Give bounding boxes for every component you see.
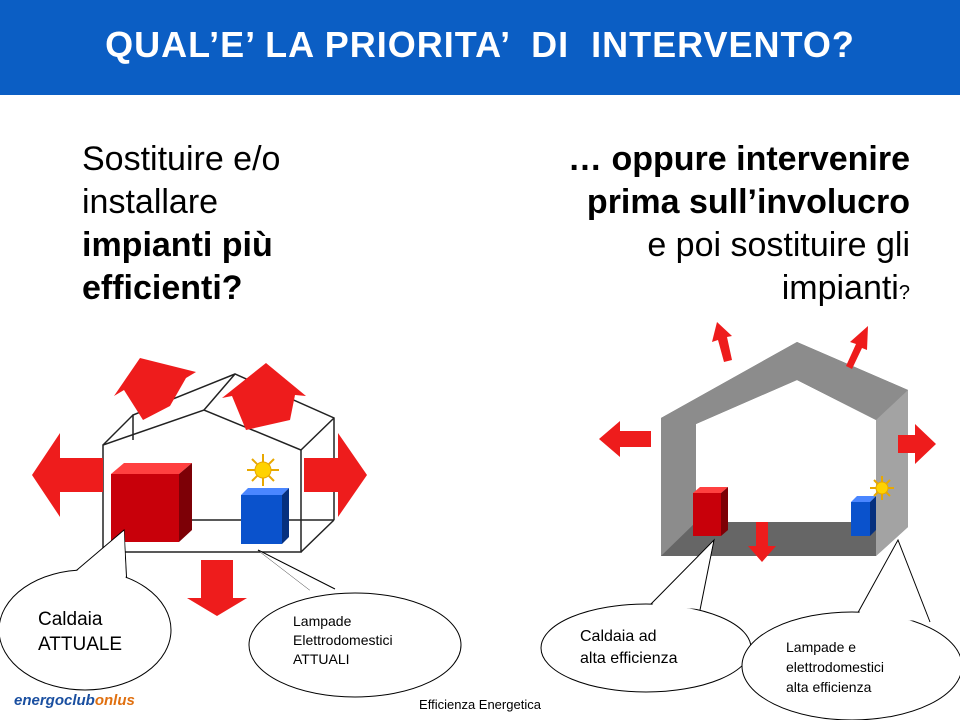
left-arrow-left [32,433,103,517]
left-sun-icon [247,454,279,486]
callout-left-boiler-text: Caldaia ATTUALE [38,607,122,657]
callout-left-appliances-text: Lampade Elettrodomestici ATTUALI [293,612,393,669]
callout-line: alta efficienza [786,679,872,695]
right-arrow-down [748,522,776,562]
left-boiler [111,463,192,542]
callout-line: elettrodomestici [786,659,885,675]
left-question-line: Sostituire e/o [82,140,281,178]
right-arrow-up-left [712,322,732,362]
energoclub-logo: energoclubonlus [14,692,135,709]
right-question: … oppure intervenire prima sull’involucr… [450,138,910,315]
callout-right-boiler-text: Caldaia ad alta efficienza [580,626,678,670]
callout-right-appliances [741,538,960,720]
left-arrow-up-left [114,358,196,420]
right-question-line: prima sull’involucro [586,183,910,221]
callout-right-boiler [540,538,752,693]
footer-text: Efficienza Energetica [419,697,541,712]
right-sun-icon [870,476,894,500]
callout-line: ATTUALE [38,634,123,655]
right-question-mark: ? [898,282,910,304]
callout-line: Caldaia [38,609,103,630]
callout-line: Lampade e [786,639,857,655]
callout-right-appliances-text: Lampade e elettrodomestici alta efficien… [786,637,884,697]
callout-left-boiler [0,528,172,691]
logo-main: energoclub [14,692,95,709]
left-arrow-down [187,560,247,616]
right-question-line: impianti? [450,267,910,315]
callout-line: Lampade [293,613,352,629]
left-question-line: efficienti? [82,269,243,307]
callout-line: Elettrodomestici [293,632,393,648]
left-appliance [241,488,289,544]
left-heat-loss-arrows [32,358,367,616]
callout-line: alta efficienza [580,650,678,667]
logo-accent: onlus [94,692,135,709]
right-arrow-left [599,421,651,457]
right-question-line: e poi sostituire gli [647,226,910,264]
left-question-line: installare [82,183,219,221]
callout-left-appliances [248,549,462,698]
callout-line: Caldaia ad [580,628,657,645]
left-question-line: impianti più [82,226,273,264]
left-arrow-up-right [222,363,306,430]
right-heat-loss-arrows [599,322,936,562]
right-question-line: … oppure intervenire [568,140,910,178]
right-arrow-up-right [846,326,868,369]
left-question: Sostituire e/o installare impianti più e… [82,138,382,310]
callout-line: ATTUALI [293,651,350,667]
right-arrow-right [898,424,936,464]
right-boiler [693,487,728,536]
title-bar: QUAL’E’ LA PRIORITA’ DI INTERVENTO? [0,0,960,95]
page-title: QUAL’E’ LA PRIORITA’ DI INTERVENTO? [105,24,855,65]
right-appliance [851,496,876,536]
left-arrow-right [304,433,367,517]
right-question-text: impianti [781,269,899,307]
